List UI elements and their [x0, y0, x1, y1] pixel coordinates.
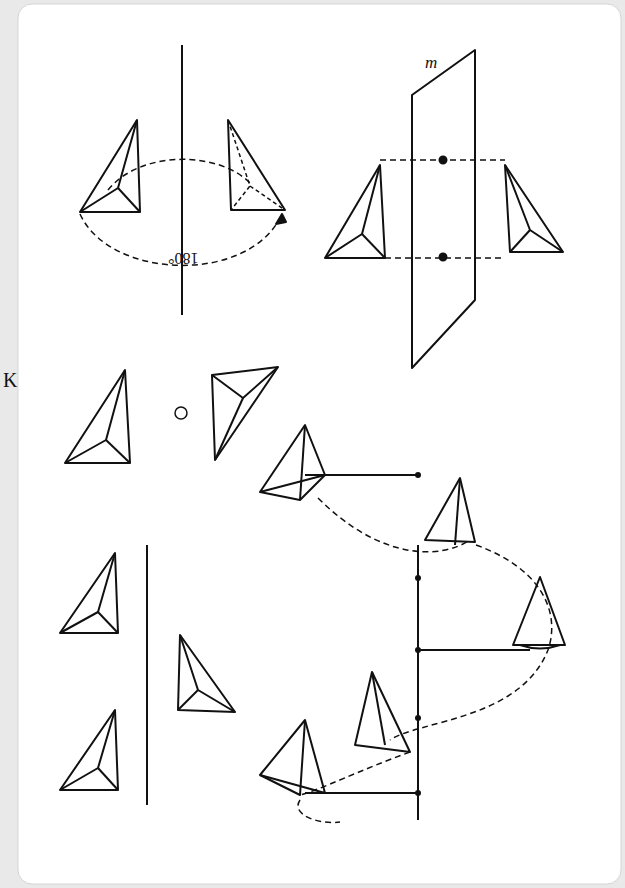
line-art: [260, 425, 325, 492]
line-art: [355, 672, 410, 752]
line-art: [181, 45, 183, 315]
line-art: [80, 214, 282, 265]
line-art: [415, 575, 421, 581]
line-art: [440, 157, 447, 164]
line-art: [415, 715, 421, 721]
line-art: [415, 472, 421, 796]
line-art: [108, 159, 252, 190]
line-art: [98, 768, 118, 790]
line-art: [98, 612, 118, 633]
line-art: [228, 120, 285, 210]
plane-label: m: [425, 54, 437, 71]
line-art: [372, 672, 385, 745]
edge-letter: K: [3, 370, 17, 390]
line-art: [118, 188, 140, 212]
line-art: [325, 165, 385, 258]
line-art: [250, 186, 285, 210]
line-art: [362, 234, 385, 258]
line-art: [228, 120, 250, 210]
line-art: [415, 472, 421, 478]
line-art: [178, 635, 235, 712]
line-art: [440, 254, 447, 261]
line-art: [60, 710, 118, 790]
line-art: [146, 545, 148, 805]
line-art: [212, 367, 278, 398]
line-art: [510, 230, 530, 252]
line-art: [455, 478, 460, 545]
line-art: [260, 720, 325, 793]
line-art: [260, 475, 325, 500]
line-art: [228, 120, 285, 210]
line-art: [106, 440, 130, 463]
line-art: [260, 720, 305, 795]
line-art: [300, 425, 305, 500]
line-art: [415, 647, 421, 653]
line-art: [505, 165, 563, 252]
line-art: [418, 649, 530, 651]
line-art: [505, 165, 563, 252]
angle-label: 180°: [168, 250, 198, 266]
line-art: [425, 478, 475, 542]
line-art: [60, 553, 118, 633]
line-art: [175, 407, 187, 419]
line-art: [417, 545, 419, 820]
line-art: [65, 370, 130, 463]
card: [18, 4, 621, 884]
line-art: [412, 50, 475, 368]
line-art: [80, 120, 140, 212]
line-art: [212, 367, 278, 460]
figures: [60, 45, 565, 823]
line-art: [380, 160, 505, 258]
line-art: [415, 790, 421, 796]
line-art: [520, 645, 560, 649]
line-art: [215, 398, 243, 460]
line-art: [513, 577, 565, 645]
line-art: [298, 498, 552, 823]
line-art: [178, 690, 198, 710]
line-art: [276, 214, 286, 224]
